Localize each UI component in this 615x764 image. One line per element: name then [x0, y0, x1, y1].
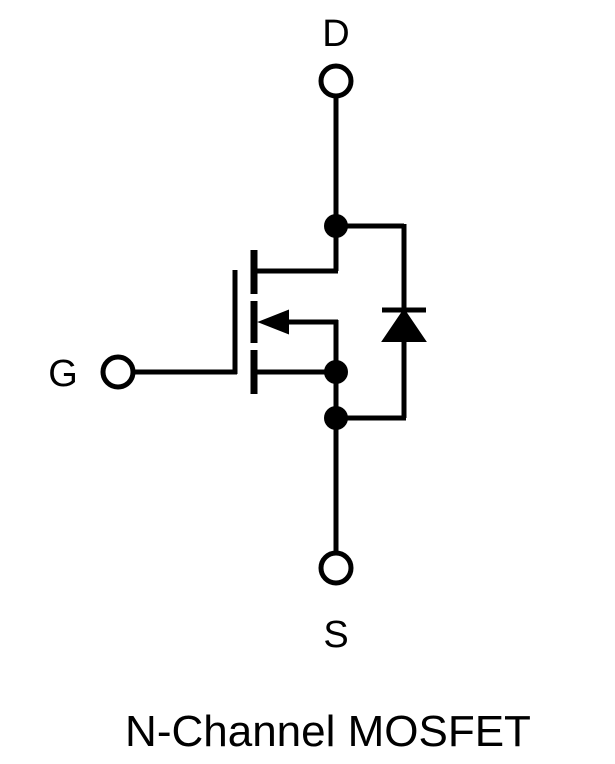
body-diode-icon: [381, 308, 427, 342]
gate-label: G: [48, 353, 78, 395]
diagram-caption: N-Channel MOSFET: [125, 707, 531, 756]
source-terminal: [318, 550, 354, 586]
junction-dot-body: [324, 360, 348, 384]
junction-dot-source: [324, 406, 348, 430]
channel-arrow-icon: [257, 309, 289, 335]
source-label: S: [323, 614, 348, 656]
junction-dot-drain: [324, 214, 348, 238]
drain-terminal: [318, 63, 354, 99]
drain-label: D: [322, 13, 349, 55]
gate-terminal: [100, 354, 136, 390]
